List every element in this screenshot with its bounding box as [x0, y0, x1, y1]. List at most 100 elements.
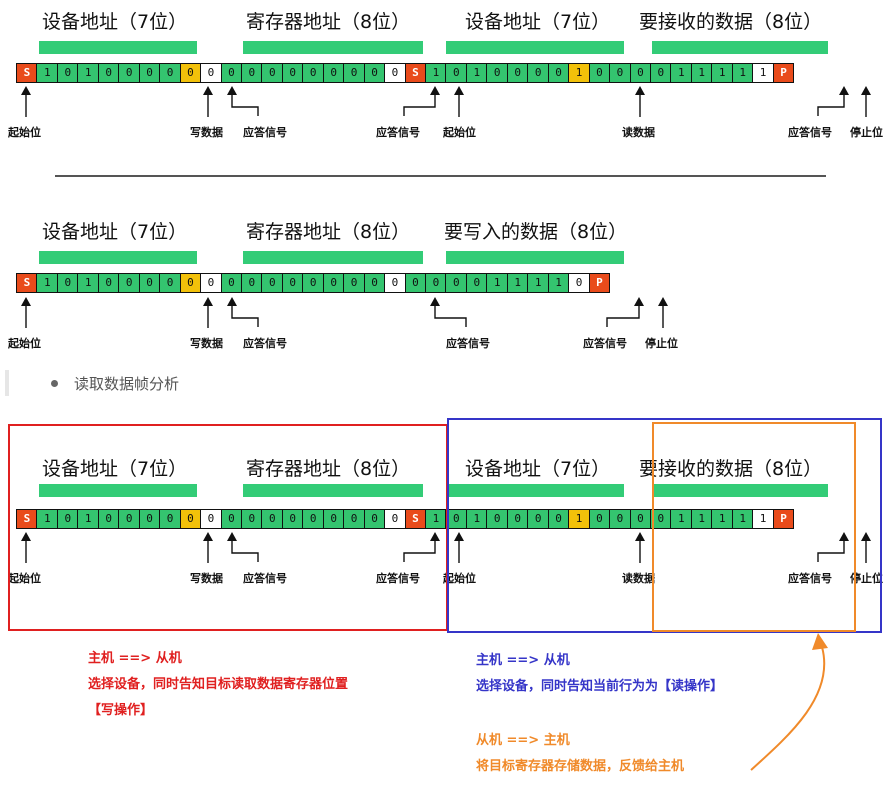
data-bit-cell: 0 — [118, 273, 140, 293]
start-bit-cell: S — [404, 509, 427, 529]
annotated-frame-titles: 设备地址（7位） 寄存器地址（8位） 设备地址（7位） 要接收的数据（8位） — [0, 440, 895, 502]
data-bit-cell: 0 — [240, 509, 263, 529]
data-bit-cell: 0 — [527, 63, 549, 83]
note-blue: 主机 ==> 从机 选择设备，同时告知当前行为为【读操作】 — [476, 648, 723, 700]
data-bit-cell: 0 — [240, 63, 263, 83]
red-highlight-box — [8, 424, 448, 631]
label-read-bit: 读数据 — [622, 126, 655, 139]
data-bit-cell: 1 — [36, 273, 59, 293]
title-bar-register-address — [243, 251, 423, 264]
title-device-address: 设备地址（7位） — [42, 11, 188, 33]
ack-bit-cell: 0 — [200, 63, 222, 83]
data-bit-cell: 1 — [77, 63, 100, 83]
data-bit-cell: 1 — [425, 63, 447, 83]
title-register-address: 寄存器地址（8位） — [246, 458, 411, 480]
data-bit-cell: 0 — [261, 63, 284, 83]
title-bar-register-address — [243, 41, 423, 54]
data-bit-cell: 0 — [404, 273, 427, 293]
start-bit-cell: S — [16, 273, 38, 293]
read-frame-titles: 设备地址（7位） 寄存器地址（8位） 设备地址（7位） 要接收的数据（8位） — [0, 0, 895, 62]
data-bit-cell: 0 — [138, 273, 161, 293]
data-bit-cell: 0 — [322, 273, 345, 293]
title-device-address-2: 设备地址（7位） — [465, 458, 611, 480]
write-frame-titles: 设备地址（7位） 寄存器地址（8位） 要写入的数据（8位） — [0, 208, 895, 270]
data-bit-cell: 0 — [343, 63, 365, 83]
title-bar-write-data — [446, 251, 624, 264]
title-device-address: 设备地址（7位） — [42, 221, 188, 243]
data-bit-cell: 1 — [711, 63, 734, 83]
data-bit-cell: 0 — [97, 63, 120, 83]
data-bit-cell: 0 — [425, 273, 447, 293]
ack-bit-cell: 0 — [200, 273, 222, 293]
data-bit-cell: 0 — [609, 63, 631, 83]
label-restart-bit: 起始位 — [443, 126, 476, 139]
data-bit-cell: 0 — [506, 63, 529, 83]
title-device-address-2: 设备地址（7位） — [465, 11, 611, 33]
quote-bar — [5, 370, 9, 396]
data-bit-cell: 0 — [445, 509, 468, 529]
orange-highlight-box — [652, 422, 856, 632]
label-write-bit: 写数据 — [190, 126, 223, 139]
data-bit-cell: 0 — [486, 63, 509, 83]
note-blue-line1: 主机 ==> 从机 — [476, 653, 570, 668]
title-bar-received-data — [652, 484, 828, 497]
title-bar-register-address — [243, 484, 423, 497]
bullet-dot-icon — [51, 380, 58, 387]
data-bit-cell: 0 — [343, 509, 365, 529]
label-stop-bit: 停止位 — [850, 126, 883, 139]
data-bit-cell: 0 — [343, 273, 365, 293]
title-bar-device-address — [39, 251, 197, 264]
stop-bit-cell: P — [772, 63, 795, 83]
data-bit-cell: 0 — [56, 509, 79, 529]
bullet-section: 读取数据帧分析 — [0, 366, 895, 402]
label-stop-bit: 停止位 — [850, 572, 883, 585]
data-bit-cell: 0 — [159, 63, 181, 83]
label-ack-2: 应答信号 — [446, 337, 490, 350]
rw-bit-cell: 0 — [179, 63, 202, 83]
data-bit-cell: 0 — [629, 509, 652, 529]
label-start-bit: 起始位 — [8, 337, 41, 350]
label-restart-bit: 起始位 — [443, 572, 476, 585]
data-bit-cell: 0 — [97, 273, 120, 293]
label-ack-3: 应答信号 — [583, 337, 627, 350]
title-device-address: 设备地址（7位） — [42, 458, 188, 480]
start-bit-cell: S — [16, 63, 38, 83]
data-bit-cell: 0 — [465, 273, 488, 293]
data-bit-cell: 0 — [363, 273, 386, 293]
data-bit-cell: 0 — [240, 273, 263, 293]
note-orange-line1: 从机 ==> 主机 — [476, 733, 570, 748]
data-bit-cell: 0 — [118, 63, 140, 83]
title-bar-device-address — [39, 41, 197, 54]
data-bit-cell: 0 — [302, 63, 325, 83]
note-red: 主机 ==> 从机 选择设备，同时告知目标读取数据寄存器位置 【写操作】 — [88, 646, 348, 724]
data-bit-cell: 1 — [547, 273, 570, 293]
data-bit-cell: 0 — [302, 273, 325, 293]
label-write-bit: 写数据 — [190, 572, 223, 585]
data-bit-cell: 0 — [445, 273, 468, 293]
title-bar-received-data — [652, 41, 828, 54]
data-bit-cell: 1 — [670, 63, 693, 83]
start-bit-cell: S — [404, 63, 427, 83]
data-bit-cell: 0 — [322, 63, 345, 83]
title-received-data: 要接收的数据（8位） — [639, 458, 823, 480]
data-bit-cell: 1 — [486, 273, 509, 293]
data-bit-cell: 1 — [506, 273, 529, 293]
data-bit-cell: 1 — [465, 63, 488, 83]
title-register-address: 寄存器地址（8位） — [246, 221, 411, 243]
data-bit-cell: 0 — [649, 63, 672, 83]
data-bit-cell: 0 — [588, 509, 611, 529]
stop-bit-cell: P — [588, 273, 611, 293]
data-bit-cell: 0 — [281, 63, 304, 83]
stop-bit-cell: P — [772, 509, 795, 529]
data-bit-cell: 0 — [159, 273, 181, 293]
data-bit-cell: 1 — [731, 63, 754, 83]
note-orange: 从机 ==> 主机 将目标寄存器存储数据，反馈给主机 — [476, 728, 684, 780]
label-write-bit: 写数据 — [190, 337, 223, 350]
title-write-data: 要写入的数据（8位） — [444, 221, 628, 243]
title-bar-device-address-2 — [446, 41, 624, 54]
data-bit-cell: 0 — [588, 63, 611, 83]
ack-bit-cell: 0 — [384, 273, 406, 293]
